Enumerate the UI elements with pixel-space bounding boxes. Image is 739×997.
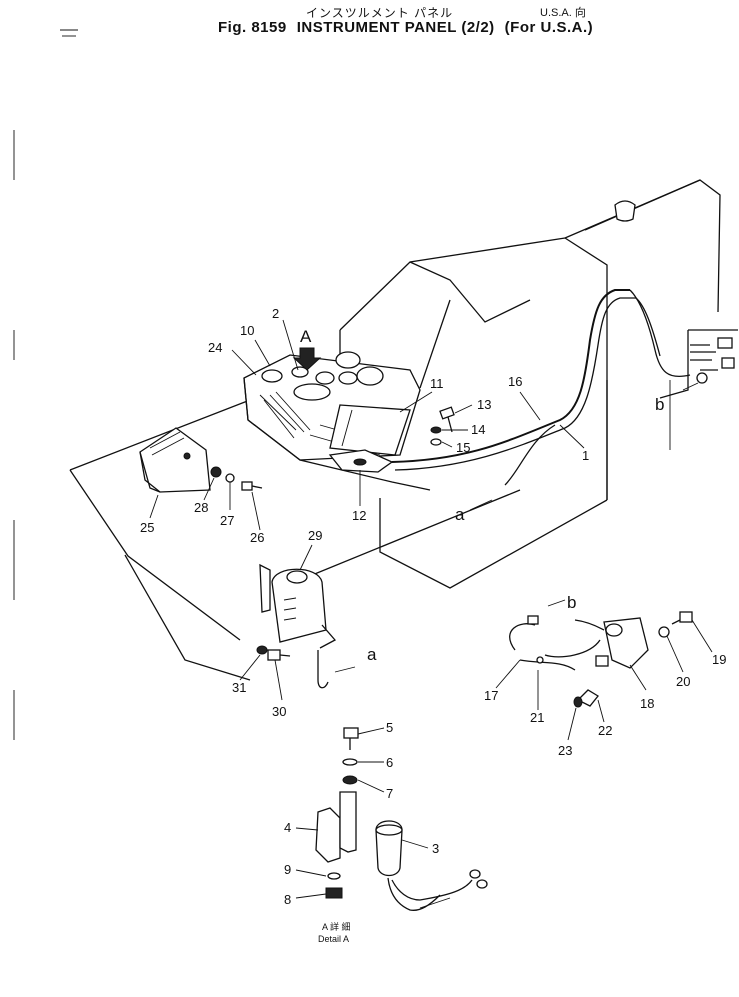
machine-body bbox=[69, 179, 738, 681]
part-label-19: 19 bbox=[712, 652, 726, 667]
part-label-13: 13 bbox=[477, 397, 491, 412]
connector-label-b-upper: b bbox=[655, 395, 664, 414]
part-label-26: 26 bbox=[250, 530, 264, 545]
part-label-23: 23 bbox=[558, 743, 572, 758]
part-label-1: 1 bbox=[582, 448, 589, 463]
part-label-31: 31 bbox=[232, 680, 246, 695]
japanese-title: インスツルメント パネル bbox=[306, 6, 454, 20]
part-label-30: 30 bbox=[272, 704, 286, 719]
part-label-20: 20 bbox=[676, 674, 690, 689]
switch-assembly-18 bbox=[509, 611, 693, 708]
part-label-7: 7 bbox=[386, 786, 393, 801]
part-label-27: 27 bbox=[220, 513, 234, 528]
part-label-15: 15 bbox=[456, 440, 470, 455]
detail-view-label-a: A bbox=[300, 327, 312, 346]
part-labels: 1 2 3 4 5 6 7 8 9 10 11 12 13 14 15 16 1… bbox=[140, 306, 726, 907]
part-label-3: 3 bbox=[432, 841, 439, 856]
figure-header: インスツルメント パネル U.S.A. 向 Fig. 8159 INSTRUMEN… bbox=[0, 0, 739, 42]
bolt-washer-set-13-15 bbox=[430, 406, 455, 446]
work-lamp-25 bbox=[139, 427, 263, 493]
connector-label-a-lower: a bbox=[367, 645, 377, 664]
figure-title: Fig. 8159 INSTRUMENT PANEL (2/2) (For U.S.… bbox=[218, 19, 603, 36]
wiring-harness bbox=[391, 289, 735, 511]
part-label-10: 10 bbox=[240, 323, 254, 338]
part-label-12: 12 bbox=[352, 508, 366, 523]
detail-a-parts bbox=[315, 727, 488, 911]
part-label-25: 25 bbox=[140, 520, 154, 535]
figure-subtitle: (For U.S.A.) bbox=[504, 19, 594, 36]
connector-labels: A a a b b bbox=[300, 327, 664, 664]
part-label-2: 2 bbox=[272, 306, 279, 321]
instrument-panel-assembly bbox=[243, 347, 431, 491]
detail-arrow-icon bbox=[292, 347, 322, 371]
part-label-28: 28 bbox=[194, 500, 208, 515]
japanese-region: U.S.A. 向 bbox=[540, 7, 586, 19]
part-label-18: 18 bbox=[640, 696, 654, 711]
part-label-8: 8 bbox=[284, 892, 291, 907]
part-label-22: 22 bbox=[598, 723, 612, 738]
part-label-29: 29 bbox=[308, 528, 322, 543]
part-label-5: 5 bbox=[386, 720, 393, 735]
leader-lines bbox=[149, 319, 713, 899]
part-label-21: 21 bbox=[530, 710, 544, 725]
figure-caption: INSTRUMENT PANEL (2/2) bbox=[296, 19, 495, 36]
binding-marks bbox=[13, 29, 78, 740]
part-label-6: 6 bbox=[386, 755, 393, 770]
part-label-11: 11 bbox=[430, 376, 444, 391]
part-label-4: 4 bbox=[284, 820, 291, 835]
detail-caption: A 詳 細 Detail A bbox=[318, 921, 351, 944]
part-label-16: 16 bbox=[508, 374, 522, 389]
detail-caption-jp: A 詳 細 bbox=[322, 921, 351, 932]
washer-tank-29 bbox=[256, 563, 337, 689]
figure-number: Fig. 8159 bbox=[218, 19, 287, 36]
part-label-14: 14 bbox=[471, 422, 485, 437]
part-label-17: 17 bbox=[484, 688, 498, 703]
part-label-9: 9 bbox=[284, 862, 291, 877]
connector-label-b-lower: b bbox=[567, 593, 576, 612]
connector-label-a-upper: a bbox=[455, 505, 465, 524]
detail-caption-en: Detail A bbox=[318, 934, 349, 944]
part-label-24: 24 bbox=[208, 340, 222, 355]
mounting-bracket-12 bbox=[328, 449, 394, 473]
